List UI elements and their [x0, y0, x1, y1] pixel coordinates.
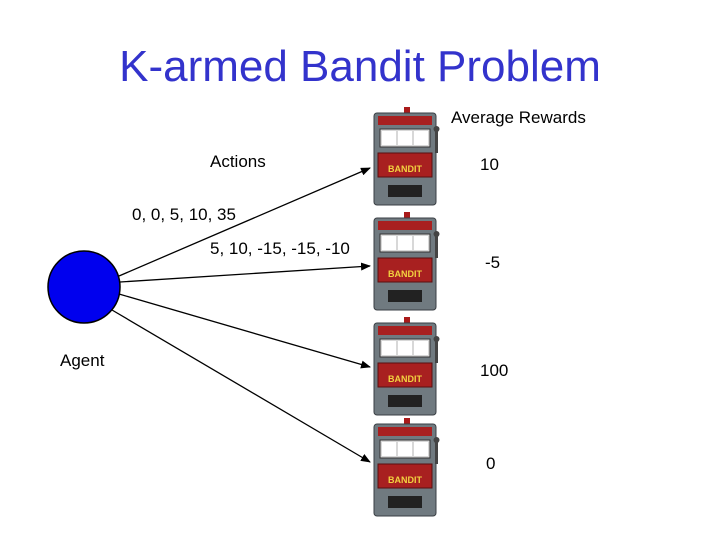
- reward-sequence-2: 5, 10, -15, -15, -10: [210, 239, 350, 258]
- slot-machine-icon: [373, 107, 440, 206]
- slot-machine-sign: BANDIT: [388, 475, 422, 485]
- average-rewards-label: Average Rewards: [451, 108, 586, 127]
- action-arrow-1: [118, 167, 371, 277]
- action-arrow-2: [119, 262, 371, 283]
- actions-label: Actions: [210, 152, 266, 171]
- slot-machine-sign: BANDIT: [388, 269, 422, 279]
- slot-machine-sign: BANDIT: [388, 374, 422, 384]
- slot-machine-4[interactable]: BANDIT: [372, 418, 440, 523]
- slot-machine-icon: [373, 212, 440, 311]
- slot-machine-icon: [373, 418, 440, 517]
- slot-machine-2[interactable]: BANDIT: [372, 212, 440, 317]
- reward-value-2: -5: [485, 253, 501, 272]
- agent-node: [47, 250, 121, 324]
- slot-machine-sign: BANDIT: [388, 164, 422, 174]
- reward-sequence-1: 0, 0, 5, 10, 35: [132, 205, 236, 224]
- slot-machine-icon: [373, 317, 440, 416]
- action-arrow-4: [111, 309, 371, 463]
- slot-machine-1[interactable]: BANDIT: [372, 107, 440, 212]
- reward-value-1: 10: [480, 155, 499, 174]
- reward-value-4: 0: [486, 454, 496, 473]
- slide-title: K-armed Bandit Problem: [119, 42, 601, 91]
- slot-machine-3[interactable]: BANDIT: [372, 317, 440, 422]
- reward-value-3: 100: [480, 361, 509, 380]
- action-arrow-3: [118, 293, 371, 369]
- agent-label: Agent: [60, 351, 105, 370]
